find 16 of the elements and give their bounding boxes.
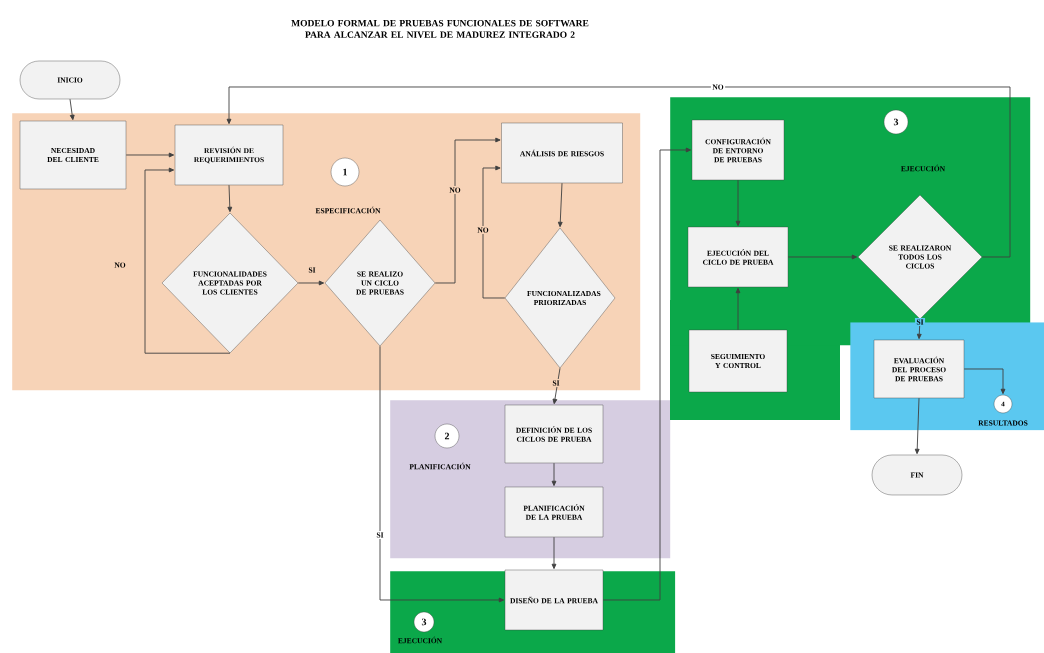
arrow bbox=[557, 182, 563, 228]
title: MODELO FORMAL DE PRUEBAS FUNCIONALES DE SOFTWARE PARA ALCANZAR EL NIVEL DE MADUREZ INTEGRADO 2 bbox=[291, 20, 589, 38]
arrow bbox=[551, 462, 557, 487]
arrow bbox=[914, 397, 920, 455]
arrow bbox=[602, 147, 692, 601]
arrow bbox=[552, 367, 561, 405]
arrow bbox=[125, 152, 175, 158]
arrow bbox=[227, 184, 233, 213]
arrow bbox=[551, 536, 557, 570]
arrow bbox=[69, 98, 75, 121]
arrow bbox=[482, 165, 506, 299]
arrow bbox=[434, 137, 501, 284]
arrow bbox=[144, 167, 231, 354]
arrow bbox=[963, 368, 1006, 395]
arrow bbox=[379, 345, 505, 603]
arrow bbox=[297, 280, 325, 286]
